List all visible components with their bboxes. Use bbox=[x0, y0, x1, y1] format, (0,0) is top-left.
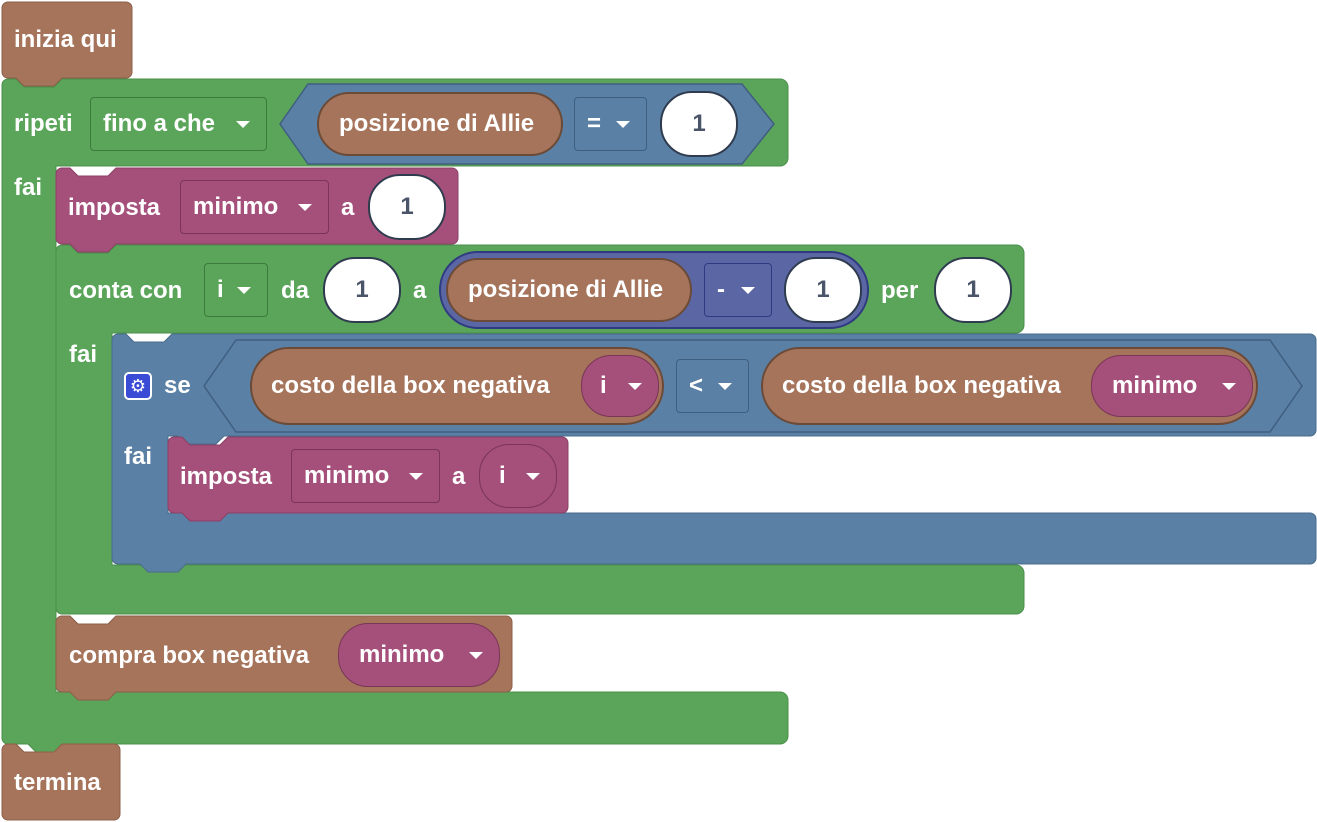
repeat-mode-dropdown[interactable]: fino a che bbox=[90, 97, 267, 151]
if-right-reporter[interactable]: costo della box negativa minimo bbox=[761, 347, 1258, 425]
if-right-arg-dropdown[interactable]: minimo bbox=[1091, 355, 1253, 417]
end-block[interactable] bbox=[1, 743, 121, 821]
repeat-left-reporter[interactable]: posizione di Allie bbox=[317, 92, 563, 156]
repeat-keyword: ripeti bbox=[14, 110, 73, 137]
gear-icon[interactable]: ⚙ bbox=[124, 372, 152, 400]
set-min-keyword: imposta bbox=[68, 194, 161, 221]
repeat-op-dropdown[interactable]: = bbox=[574, 97, 647, 151]
if-left-fn-label: costo della box negativa bbox=[271, 372, 550, 399]
count-var-dropdown[interactable]: i bbox=[204, 263, 268, 317]
set-min-i-keyword: imposta bbox=[180, 463, 273, 490]
if-right-fn-label: costo della box negativa bbox=[782, 372, 1061, 399]
set-min-to-label: a bbox=[341, 194, 355, 221]
if-right-arg-value: minimo bbox=[1112, 372, 1198, 399]
buy-arg-dropdown[interactable]: minimo bbox=[338, 623, 500, 687]
chevron-down-icon bbox=[1222, 383, 1236, 390]
count-step-input[interactable]: 1 bbox=[934, 257, 1012, 323]
start-block[interactable] bbox=[1, 1, 133, 87]
count-end-op-dropdown[interactable]: - bbox=[704, 263, 772, 317]
count-to-label: a bbox=[413, 277, 427, 304]
count-end-left-reporter[interactable]: posizione di Allie bbox=[446, 258, 692, 322]
set-min-i-value-dropdown[interactable]: i bbox=[479, 444, 557, 508]
end-label: termina bbox=[14, 769, 101, 796]
chevron-down-icon bbox=[616, 121, 630, 128]
count-from-label: da bbox=[281, 277, 310, 304]
if-op-dropdown[interactable]: < bbox=[676, 359, 749, 413]
if-left-reporter[interactable]: costo della box negativa i bbox=[250, 347, 664, 425]
buy-arg-value: minimo bbox=[359, 641, 445, 668]
repeat-left-label: posizione di Allie bbox=[339, 110, 535, 137]
buy-label: compra box negativa bbox=[69, 642, 310, 669]
count-end-right-input[interactable]: 1 bbox=[784, 257, 862, 323]
chevron-down-icon bbox=[298, 204, 312, 211]
chevron-down-icon bbox=[628, 383, 642, 390]
set-min-i-to-label: a bbox=[452, 463, 466, 490]
count-var-value: i bbox=[217, 276, 224, 303]
set-min-value-input[interactable]: 1 bbox=[368, 174, 446, 240]
set-min-i-var-value: minimo bbox=[304, 462, 390, 489]
if-op-value: < bbox=[689, 372, 704, 399]
repeat-do-label: fai bbox=[14, 174, 43, 201]
repeat-right-input[interactable]: 1 bbox=[660, 91, 738, 157]
if-keyword: se bbox=[164, 372, 191, 399]
set-min-i-var-dropdown[interactable]: minimo bbox=[291, 449, 440, 503]
set-min-i-value: i bbox=[499, 462, 506, 489]
chevron-down-icon bbox=[526, 473, 540, 480]
if-do-label: fai bbox=[124, 443, 153, 470]
count-start-input[interactable]: 1 bbox=[323, 257, 401, 323]
chevron-down-icon bbox=[236, 121, 250, 128]
chevron-down-icon bbox=[718, 383, 732, 390]
chevron-down-icon bbox=[237, 287, 251, 294]
repeat-op-value: = bbox=[587, 110, 602, 137]
count-keyword: conta con bbox=[69, 277, 183, 304]
set-min-var-value: minimo bbox=[193, 193, 279, 220]
if-left-arg-dropdown[interactable]: i bbox=[581, 355, 659, 417]
set-min-var-dropdown[interactable]: minimo bbox=[180, 180, 329, 234]
start-label: inizia qui bbox=[14, 26, 117, 53]
count-do-label: fai bbox=[69, 341, 98, 368]
count-by-label: per bbox=[881, 277, 919, 304]
chevron-down-icon bbox=[469, 652, 483, 659]
count-end-op-value: - bbox=[717, 276, 725, 303]
if-left-arg-value: i bbox=[600, 372, 607, 399]
repeat-mode-value: fino a che bbox=[103, 110, 216, 137]
chevron-down-icon bbox=[409, 473, 423, 480]
chevron-down-icon bbox=[741, 287, 755, 294]
count-end-left-label: posizione di Allie bbox=[468, 276, 664, 303]
